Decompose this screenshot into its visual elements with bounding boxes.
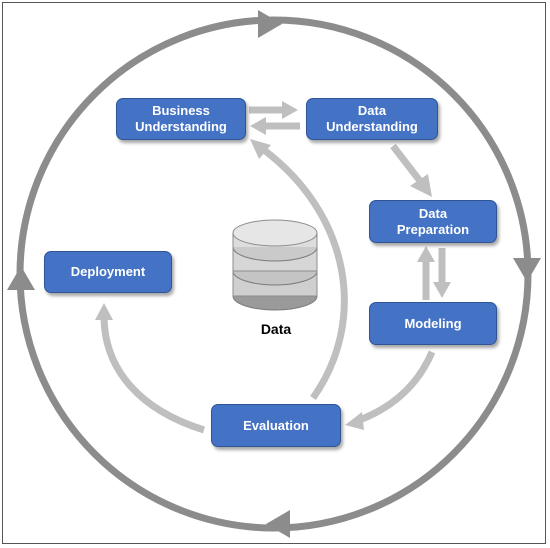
- node-data-preparation: Data Preparation: [369, 200, 497, 243]
- outer-cycle-arrow-right: [513, 258, 541, 282]
- arrow-evaluation-to-deployment: [95, 303, 206, 434]
- diagram-frame: [2, 2, 546, 544]
- node-modeling: Modeling: [369, 302, 497, 345]
- arrow-data-understanding-to-business: [250, 117, 300, 135]
- node-evaluation: Evaluation: [211, 404, 341, 447]
- arrow-modeling-to-preparation: [417, 246, 435, 300]
- outer-cycle-arrow-top: [258, 10, 282, 38]
- arrow-business-to-data-understanding: [249, 101, 298, 119]
- database-icon: [232, 219, 318, 311]
- database-label: Data: [260, 321, 292, 337]
- arrow-data-understanding-to-preparation: [390, 143, 432, 197]
- outer-cycle-arrow-bottom: [266, 510, 290, 538]
- arrow-modeling-to-evaluation: [345, 350, 436, 430]
- outer-cycle-arrow-left: [7, 266, 35, 290]
- node-deployment: Deployment: [44, 251, 172, 293]
- arrow-preparation-to-modeling: [433, 248, 451, 298]
- arrow-evaluation-to-business: [250, 139, 348, 401]
- node-business-understanding: Business Understanding: [116, 98, 246, 140]
- node-data-understanding: Data Understanding: [306, 98, 438, 140]
